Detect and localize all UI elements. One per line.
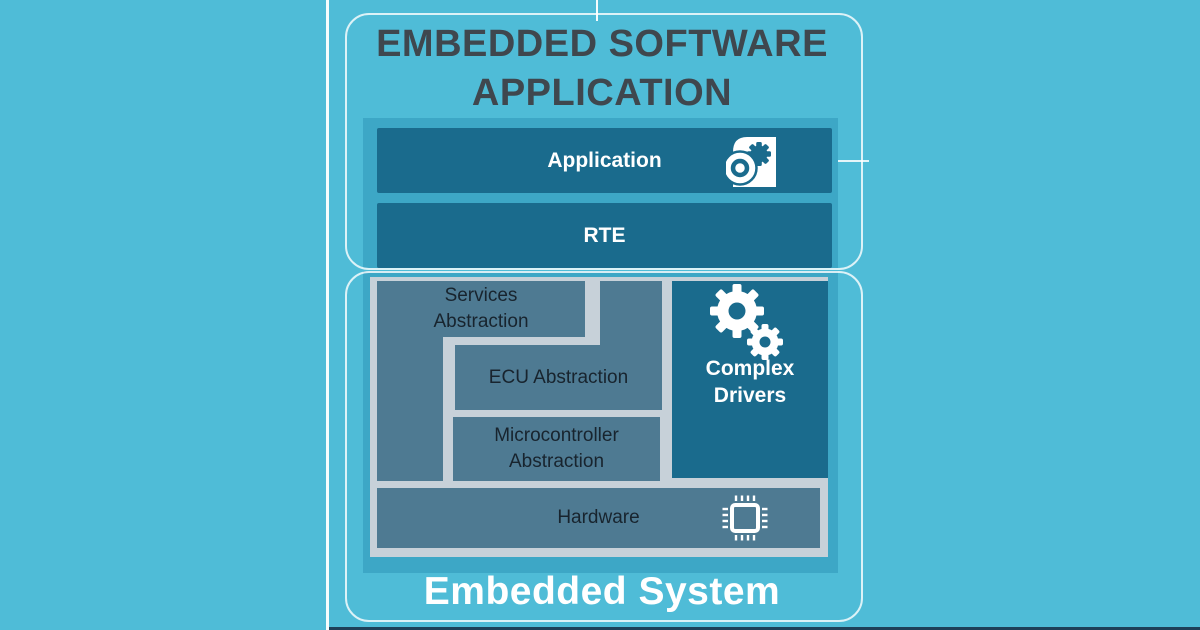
application-callout-line bbox=[832, 160, 869, 162]
page-title: EMBEDDED SOFTWARE APPLICATION bbox=[376, 23, 828, 114]
complex-drivers-label: Complex Drivers bbox=[705, 357, 795, 407]
embedded-system-label: Embedded System bbox=[423, 570, 781, 613]
bottom-edge-strip bbox=[329, 627, 1200, 630]
rte-bar bbox=[377, 203, 832, 268]
software-disc-gear-icon bbox=[726, 134, 782, 190]
ecu-abstraction-box bbox=[455, 345, 662, 410]
services-abstraction-column bbox=[377, 281, 443, 481]
left-divider-line bbox=[326, 0, 329, 630]
microcontroller-abstraction-label: Microcontroller Abstraction bbox=[494, 425, 619, 472]
top-connector-line bbox=[596, 0, 598, 21]
hardware-label: Hardware bbox=[557, 507, 640, 528]
microcontroller-abstraction-box bbox=[453, 417, 660, 481]
services-abstraction-label: Services Abstraction bbox=[433, 285, 529, 332]
chip-icon bbox=[719, 492, 771, 544]
application-label: Application bbox=[547, 149, 662, 172]
ecu-abstraction-label: ECU Abstraction bbox=[488, 366, 629, 388]
hardware-bar bbox=[377, 488, 820, 548]
rte-label: RTE bbox=[583, 224, 626, 247]
gears-icon bbox=[700, 274, 800, 366]
